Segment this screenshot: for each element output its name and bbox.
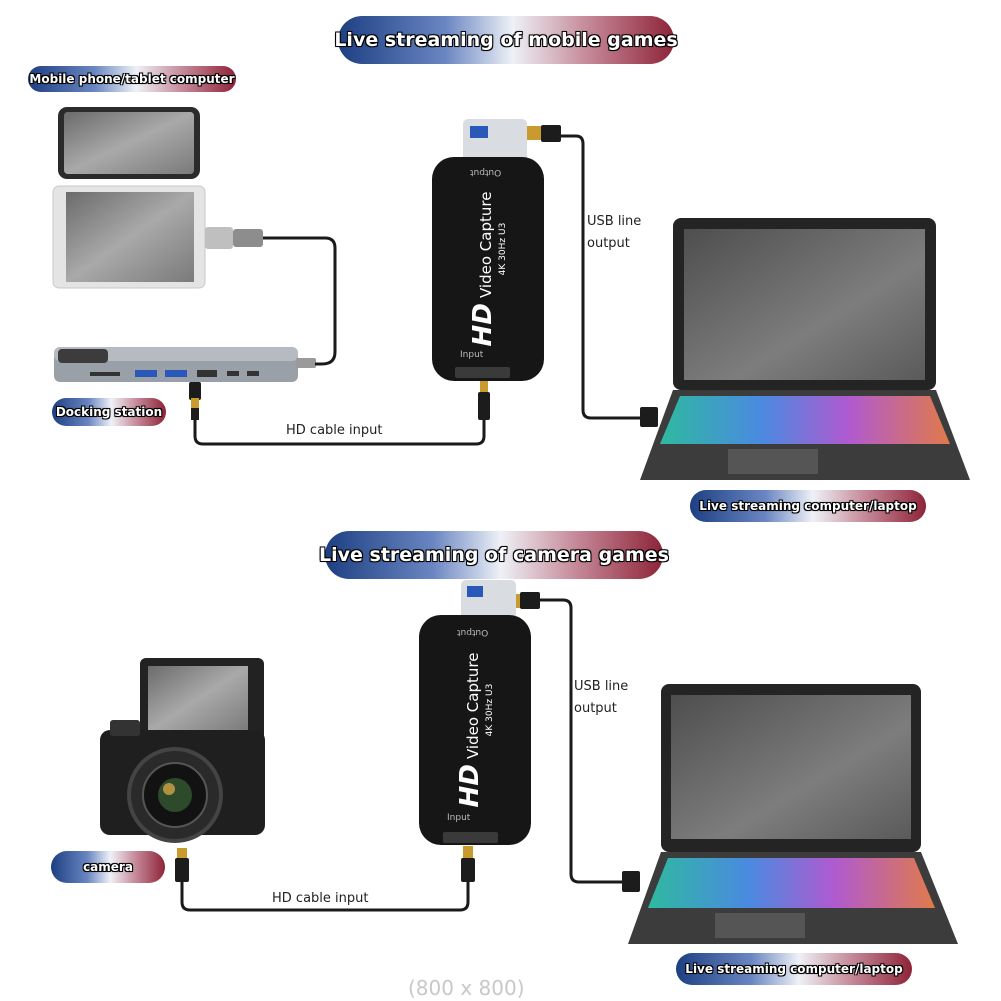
mobile-phone (58, 107, 200, 179)
usb-label-line1: USB line (587, 214, 642, 229)
video-capture-device-2 (419, 580, 531, 845)
capture-1-text: Output HD Video Capture 4K 30Hz U3 Input (432, 157, 544, 381)
capture-1-port-in: Input (460, 350, 484, 360)
video-capture-device-1 (432, 119, 544, 381)
capture-2-name: Video Capture (464, 652, 482, 759)
usb-label-line2: output (587, 236, 630, 251)
capture-2-spec: 4K 30Hz U3 (485, 683, 495, 737)
usb-cable-1 (527, 125, 658, 427)
laptop-2 (628, 684, 958, 944)
hd-cable-2 (175, 846, 475, 912)
usb-output-label-2: USB line output (574, 676, 628, 720)
docking-station (54, 347, 316, 382)
usb-label-line1-2: USB line (574, 679, 629, 694)
camera (100, 658, 265, 843)
laptop-label-1: Live streaming computer/laptop (690, 490, 926, 522)
size-watermark: (800 x 800) (408, 976, 525, 1000)
mobile-tablet-label: Mobile phone/tablet computer (28, 66, 236, 92)
tablet (52, 185, 263, 289)
section-title-mobile: Live streaming of mobile games (334, 16, 678, 64)
laptop-1 (640, 218, 970, 480)
section-title-camera: Live streaming of camera games (319, 531, 669, 579)
camera-label: camera (51, 851, 165, 883)
docking-station-label: Docking station (52, 398, 166, 426)
laptop-label-2: Live streaming computer/laptop (676, 953, 912, 985)
usb-output-label-1: USB line output (587, 211, 641, 255)
usb-cable-2 (516, 592, 640, 892)
capture-2-port-in: Input (447, 813, 471, 823)
hd-cable-label-2: HD cable input (272, 891, 369, 906)
capture-2-text: Output HD Video Capture 4K 30Hz U3 Input (419, 615, 531, 845)
usb-label-line2-2: output (574, 701, 617, 716)
capture-2-brand: HD (455, 764, 485, 808)
hd-cable-label-1: HD cable input (286, 423, 383, 438)
hd-cable-1 (189, 380, 490, 446)
